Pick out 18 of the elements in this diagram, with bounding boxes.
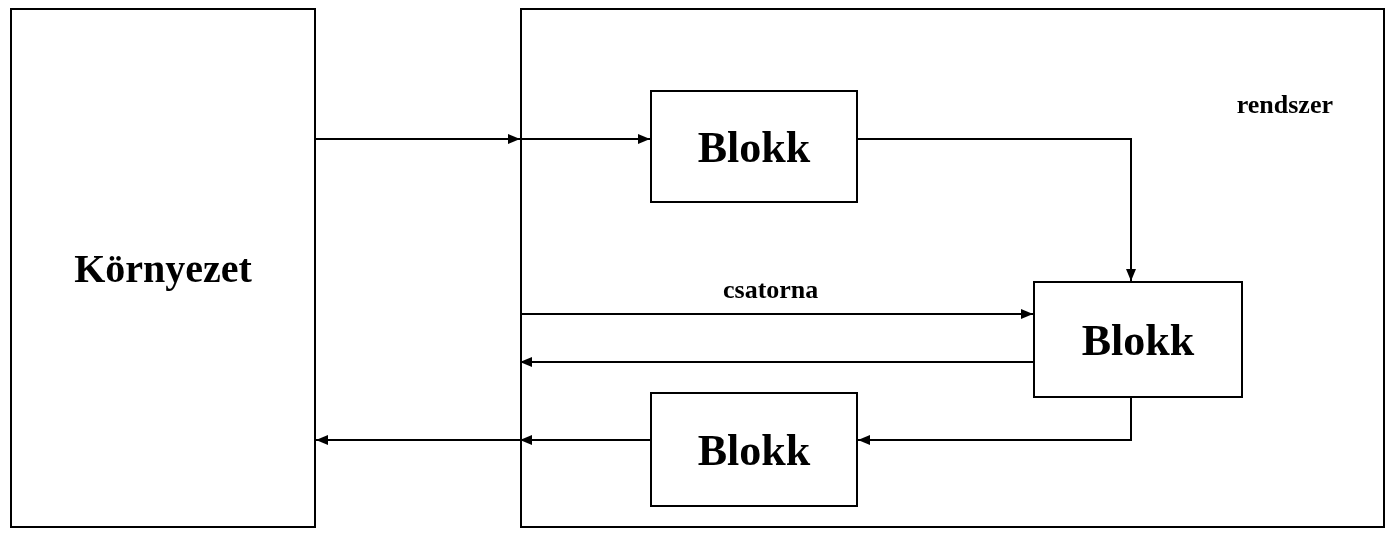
arrow (315, 435, 521, 445)
system-box (520, 8, 1385, 528)
node-label: Blokk (1081, 314, 1195, 365)
arrow (519, 309, 1034, 319)
block-box (1033, 281, 1243, 398)
arrow (315, 134, 521, 144)
block-box (650, 90, 858, 203)
arrow (857, 397, 1132, 445)
block-box (650, 392, 858, 507)
arrow (519, 357, 1034, 367)
arrow (519, 435, 651, 445)
environment-box (10, 8, 316, 528)
arrow (857, 138, 1136, 282)
node-label: Környezet (74, 244, 252, 292)
node-label: Blokk (697, 121, 811, 172)
arrow (519, 134, 651, 144)
system-label: rendszer (1236, 90, 1333, 120)
node-label: Blokk (697, 424, 811, 475)
